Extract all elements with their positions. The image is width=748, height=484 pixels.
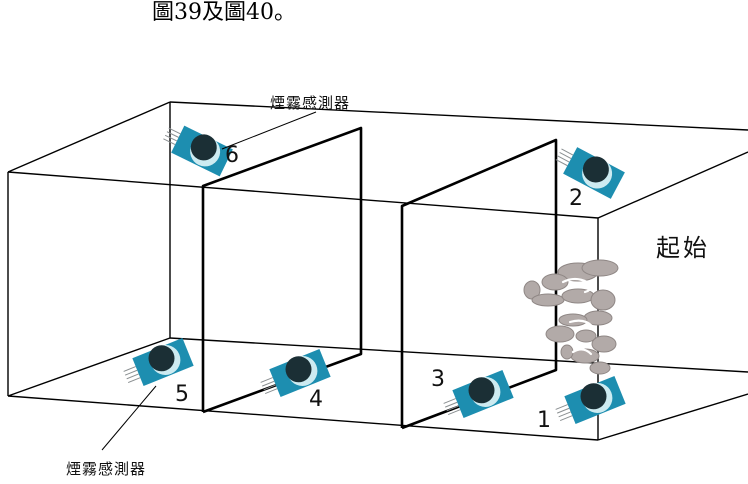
smoke-detector-label-top: 煙霧感測器 [270, 94, 351, 112]
floor-right-edge [597, 393, 748, 441]
smoke-detector-label-bottom: 煙霧感測器 [66, 460, 147, 478]
leader-line-bottom [101, 385, 157, 451]
floor-front-edge [7, 395, 599, 441]
top-back-edge [169, 101, 748, 131]
sensor-1 [551, 373, 627, 430]
sensor-number-6: 6 [225, 143, 239, 168]
start-label: 起始 [656, 234, 710, 262]
leader-line-top [221, 111, 317, 150]
sensor-number-3: 3 [431, 367, 445, 392]
top-front-edge [7, 171, 599, 219]
corridor-wireframe [7, 101, 748, 441]
smoke-swirls [561, 277, 594, 356]
sensor-2 [551, 138, 627, 200]
top-right-edge [597, 151, 748, 219]
floor-back-edge [169, 337, 748, 373]
sensor-number-1: 1 [537, 408, 551, 433]
sensor-number-4: 4 [309, 387, 323, 412]
figure-caption: 圖39及圖40。 [152, 0, 296, 25]
smoke-plume [523, 259, 619, 375]
top-left-edge [7, 101, 171, 173]
sensor-number-2: 2 [569, 186, 583, 211]
sensor-number-5: 5 [175, 382, 189, 407]
sensor-3 [439, 367, 515, 424]
floor-left-edge [7, 337, 171, 397]
